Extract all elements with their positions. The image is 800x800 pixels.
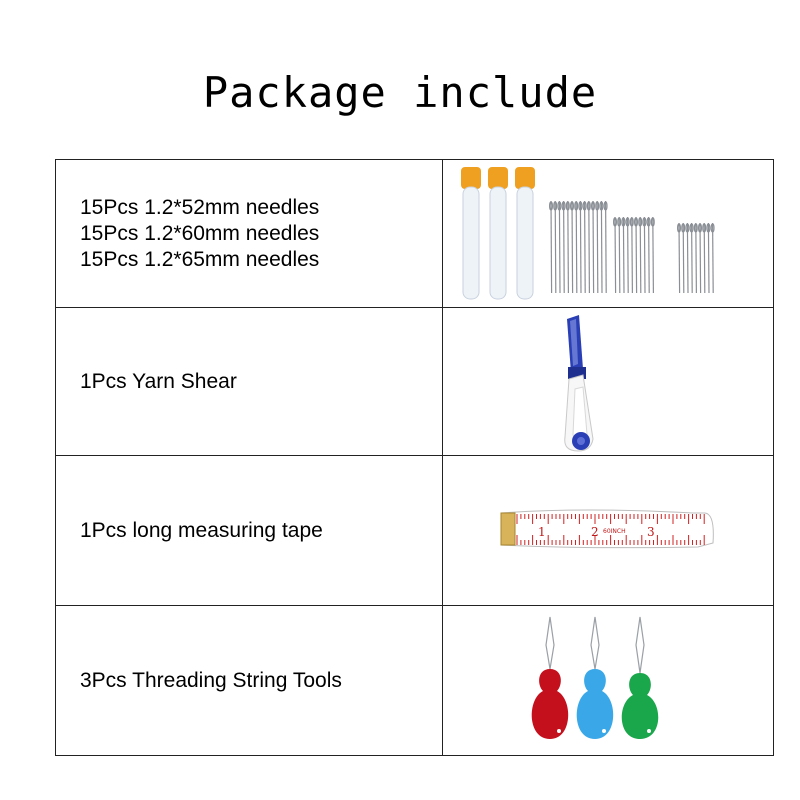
needle-tubes [461,166,535,299]
item-description: 3Pcs Threading String Tools [55,605,443,756]
tape-label: 60INCH [603,528,626,535]
item-image-cell [442,307,774,456]
item-line: 15Pcs 1.2*65mm needles [80,247,320,271]
table-row: 1Pcs long measuring tape 1 2 60INCH 3 [55,455,774,606]
table-row: 1Pcs Yarn Shear [55,307,774,456]
tape-mark: 3 [647,525,655,539]
item-image-cell [442,159,774,308]
item-line: 15Pcs 1.2*52mm needles [80,195,320,219]
yarn-shear-image [564,314,594,452]
package-table: 15Pcs 1.2*52mm needles 15Pcs 1.2*60mm ne… [55,159,774,756]
item-line: 1Pcs long measuring tape [80,518,323,542]
measuring-tape-image: 1 2 60INCH 3 [500,509,714,548]
tape-mark: 1 [538,525,546,539]
item-description: 1Pcs long measuring tape [55,455,443,606]
threader-green [621,616,659,739]
tape-ticks [516,513,705,545]
tape-mark: 2 [591,525,599,539]
item-image-cell: 1 2 60INCH 3 [442,455,774,606]
item-line: 1Pcs Yarn Shear [80,369,237,393]
needles-image [461,166,715,299]
item-description: 15Pcs 1.2*52mm needles 15Pcs 1.2*60mm ne… [55,159,443,308]
item-line: 15Pcs 1.2*60mm needles [80,221,320,245]
item-line: 3Pcs Threading String Tools [80,668,342,692]
page-title: Package include [202,68,598,117]
item-image-cell [442,605,774,756]
table-row: 15Pcs 1.2*52mm needles 15Pcs 1.2*60mm ne… [55,159,774,308]
needle-bundles [548,200,715,293]
threading-tools-image [531,616,659,739]
table-row: 3Pcs Threading String Tools [55,605,774,756]
item-description: 1Pcs Yarn Shear [55,307,443,456]
threader-red [531,616,569,739]
threader-blue [576,616,614,739]
